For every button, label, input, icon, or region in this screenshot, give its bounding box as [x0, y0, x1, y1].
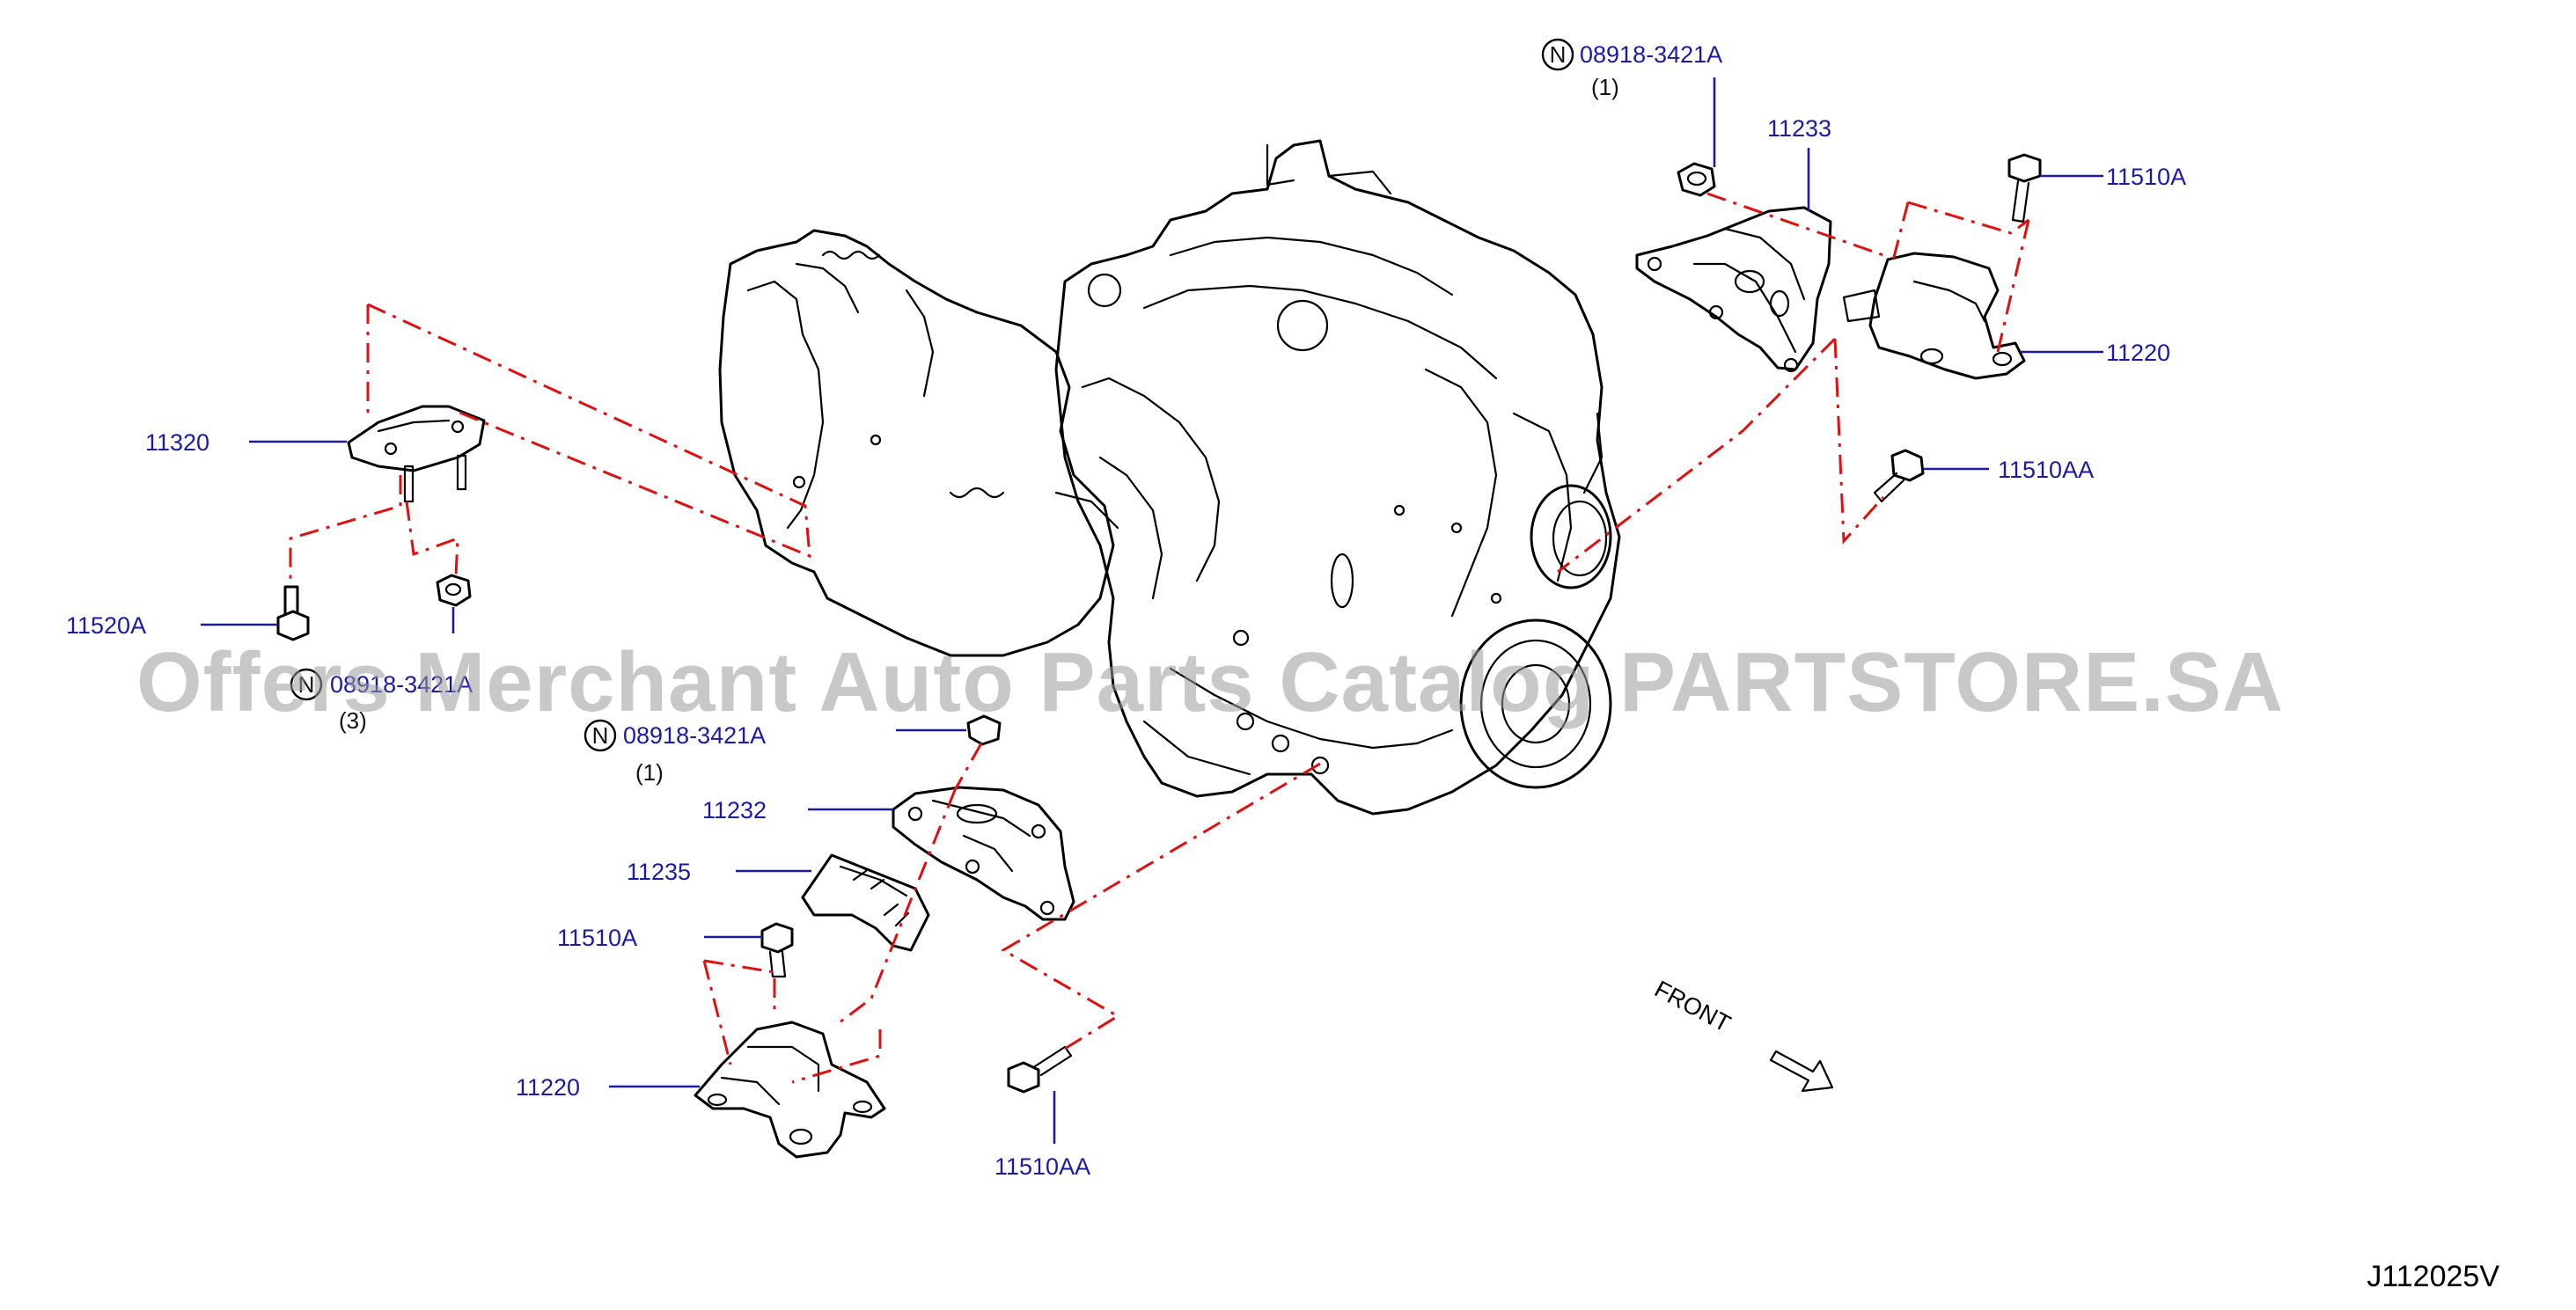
nut-left[interactable]	[436, 574, 472, 607]
bolt-11510AA-front[interactable]	[1007, 1045, 1073, 1094]
part-number: 08918-3421A	[330, 671, 473, 698]
callout-bolt-left[interactable]: 11520A	[66, 612, 146, 639]
note-marker-n: N	[1550, 41, 1567, 68]
assembly-lines	[289, 192, 2030, 1084]
callout-bolt-front-lower[interactable]: 11510AA	[994, 1153, 1090, 1180]
quantity: (1)	[1591, 74, 1619, 100]
part-number: 08918-3421A	[1580, 41, 1722, 68]
note-marker-n: N	[298, 671, 315, 698]
bolt-11520A[interactable]	[276, 585, 310, 641]
callout-heat-shield-11235[interactable]: 11235	[627, 859, 691, 885]
front-arrow-icon	[1769, 1050, 1834, 1093]
mount-11220-front[interactable]	[694, 1021, 886, 1159]
callout-bolt-front[interactable]: 11510A	[557, 925, 637, 951]
callout-bolt-top-right[interactable]: 11510A	[2106, 164, 2186, 190]
quantity: (1)	[635, 759, 664, 786]
callout-nut-left[interactable]: N 08918-3421A (3)	[290, 668, 473, 734]
callout-insulator-11320[interactable]: 11320	[145, 429, 209, 456]
part-number: 08918-3421A	[623, 722, 766, 749]
quantity: (3)	[339, 707, 367, 734]
callout-bolt-right-lower[interactable]: 11510AA	[1998, 457, 2094, 483]
callout-nut-top-right[interactable]: N 08918-3421A (1)	[1541, 38, 1722, 100]
bracket-11232[interactable]	[892, 786, 1075, 921]
callout-nut-center[interactable]: N 08918-3421A (1)	[583, 719, 766, 786]
watermark: Offers Merchant Auto Parts Catalog PARTS…	[136, 635, 2284, 729]
bolt-11510A-top-right[interactable]	[2007, 153, 2042, 223]
bolt-11510AA-right[interactable]	[1873, 449, 1925, 503]
bolt-11510A-front[interactable]	[760, 922, 794, 978]
bracket-11233[interactable]	[1635, 206, 1832, 373]
mount-11220-top-right[interactable]	[1842, 252, 2026, 380]
nut-center[interactable]	[966, 714, 1002, 746]
callout-mount-top-right[interactable]: 11220	[2106, 340, 2170, 366]
note-marker-n: N	[592, 722, 609, 749]
front-indicator: FRONT	[1650, 976, 1834, 1093]
leader-lines	[201, 77, 2103, 1144]
callout-bracket-11233[interactable]: 11233	[1767, 115, 1831, 142]
insulator-11320[interactable]	[347, 405, 486, 503]
heat-shield-11235[interactable]	[801, 853, 930, 952]
callout-bracket-11232[interactable]: 11232	[702, 797, 767, 823]
diagram-code: J112025V	[2367, 1260, 2499, 1293]
nut-top-right[interactable]	[1677, 162, 1716, 197]
callout-mount-front[interactable]: 11220	[516, 1074, 580, 1101]
front-label: FRONT	[1650, 976, 1735, 1037]
engine-assembly	[718, 139, 1621, 816]
